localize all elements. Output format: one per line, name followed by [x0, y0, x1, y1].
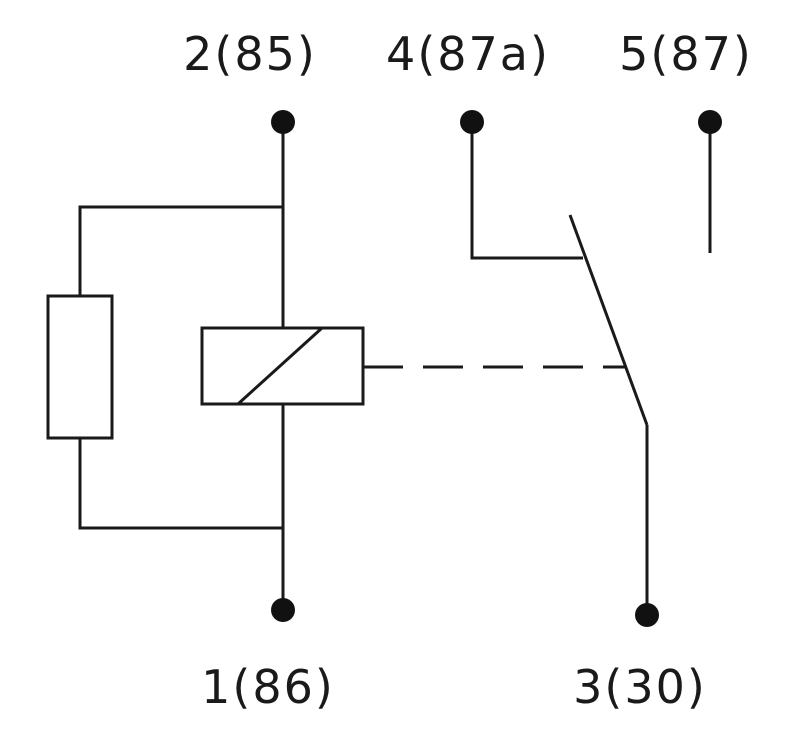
- pin-label-4-87a: 4(87a): [386, 27, 550, 81]
- relay-coil: [200, 326, 365, 406]
- terminal-5: [698, 110, 722, 134]
- switch: [470, 122, 712, 615]
- wire-pin4-contact: [470, 122, 583, 260]
- coil-diagonal: [236, 326, 324, 406]
- pin-label-3-30: 3(30): [573, 660, 707, 714]
- resistor-branch: [46, 205, 283, 530]
- switch-blade: [568, 214, 649, 426]
- coil-circuit: [200, 122, 365, 610]
- terminal-3: [635, 603, 659, 627]
- pin-label-1-86: 1(86): [201, 660, 335, 714]
- terminal-1: [271, 598, 295, 622]
- terminal-2: [271, 110, 295, 134]
- pin-label-2-85: 2(85): [183, 27, 317, 81]
- wire-resistor-top: [78, 205, 283, 296]
- wire-resistor-bottom: [78, 438, 283, 530]
- resistor: [46, 294, 114, 440]
- terminal-4: [460, 110, 484, 134]
- pin-label-5-87: 5(87): [619, 27, 753, 81]
